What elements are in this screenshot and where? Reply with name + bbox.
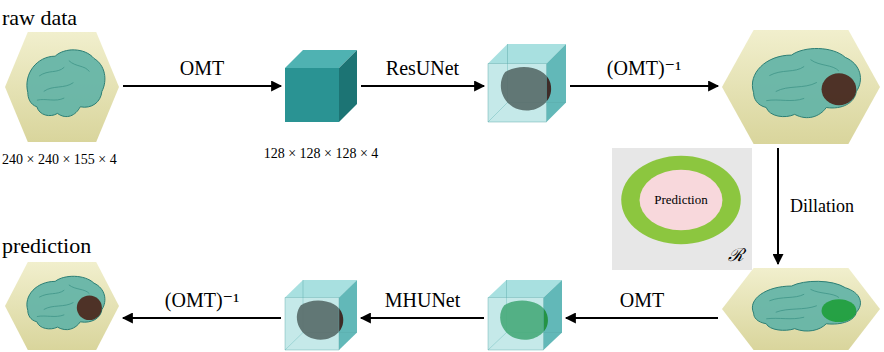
brain-figure: [722, 30, 880, 144]
cube-side: [339, 50, 357, 122]
brain-shape: [752, 49, 860, 118]
brain-fold: [44, 302, 74, 309]
step-label: Dillation: [790, 196, 854, 217]
brain-figure: [5, 32, 119, 142]
brain-image: [722, 30, 880, 144]
cube-front: [488, 64, 547, 123]
brain-fold: [39, 290, 64, 297]
volume-cube: [488, 44, 566, 122]
cube-figure: [285, 280, 357, 350]
step-label: (OMT)⁻¹: [607, 57, 681, 80]
brain-fold: [769, 294, 804, 301]
dimension-label: 240 × 240 × 155 × 4: [2, 152, 117, 168]
flow-arrow: [777, 148, 779, 264]
brain-image: prediction: [5, 262, 119, 350]
brain-fold: [69, 61, 90, 72]
image-title: prediction: [2, 233, 91, 258]
prediction-region: [640, 170, 723, 231]
cube-back-edges: [488, 44, 566, 122]
flow-arrow: [361, 85, 484, 87]
hexagon-frame: [5, 262, 119, 350]
cube-back-edges: [285, 280, 357, 350]
brain-shape: [27, 50, 105, 117]
inset-panel: ℛ Prediction: [612, 148, 752, 270]
step-label: ResUNet: [386, 57, 459, 80]
region-label: Prediction: [654, 193, 707, 208]
brain-fold: [766, 317, 804, 319]
brain-image: raw data240 × 240 × 155 × 4: [5, 32, 119, 142]
brain-fold: [810, 289, 838, 297]
flow-arrow: [566, 317, 718, 319]
brain-fold: [69, 285, 90, 294]
brain-figure: [722, 268, 880, 350]
hexagon-frame: [722, 30, 880, 144]
flow-arrow: [123, 85, 281, 87]
tumor-region: [822, 73, 857, 105]
brain-fold: [44, 83, 74, 92]
brain-fold: [766, 98, 804, 100]
brain-fold: [769, 66, 804, 75]
brain-figure: [5, 262, 119, 350]
cube-figure: [488, 280, 562, 350]
dilation-ring: [621, 156, 741, 244]
brain-image: [722, 268, 880, 350]
dimension-label: 128 × 128 × 128 × 4: [264, 146, 379, 162]
step-label: OMT: [180, 57, 224, 80]
brain-fold: [37, 315, 64, 317]
brain-fold: [776, 82, 817, 91]
cube-figure: [488, 44, 566, 122]
volume-cube: [488, 280, 562, 350]
cube-front: [285, 68, 339, 122]
volume-cube: [285, 280, 357, 350]
brain-fold: [810, 60, 838, 71]
cube-front: [285, 298, 339, 351]
brain-fold: [37, 98, 64, 100]
region-symbol: ℛ: [728, 245, 744, 266]
cube-front: [488, 298, 544, 351]
cube-back-edges: [488, 280, 562, 350]
flow-arrow: [361, 317, 484, 319]
brain-fold: [39, 67, 64, 76]
hexagon-frame: [5, 32, 119, 142]
brain-shape: [752, 281, 860, 331]
hexagon-frame: [722, 268, 880, 350]
region-ellipse: Prediction: [620, 154, 742, 246]
tumor-region: [77, 295, 102, 320]
cube-figure: [285, 50, 357, 122]
brain-shape: [27, 276, 105, 329]
flow-arrow: [570, 85, 718, 87]
brain-fold: [776, 306, 817, 313]
image-title: raw data: [2, 5, 77, 30]
volume-cube: 128 × 128 × 128 × 4: [285, 50, 357, 122]
flow-arrow: [123, 317, 281, 319]
step-label: (OMT)⁻¹: [165, 289, 239, 312]
step-label: MHUNet: [385, 289, 461, 312]
step-label: OMT: [620, 289, 664, 312]
tumor-region: [822, 299, 857, 322]
